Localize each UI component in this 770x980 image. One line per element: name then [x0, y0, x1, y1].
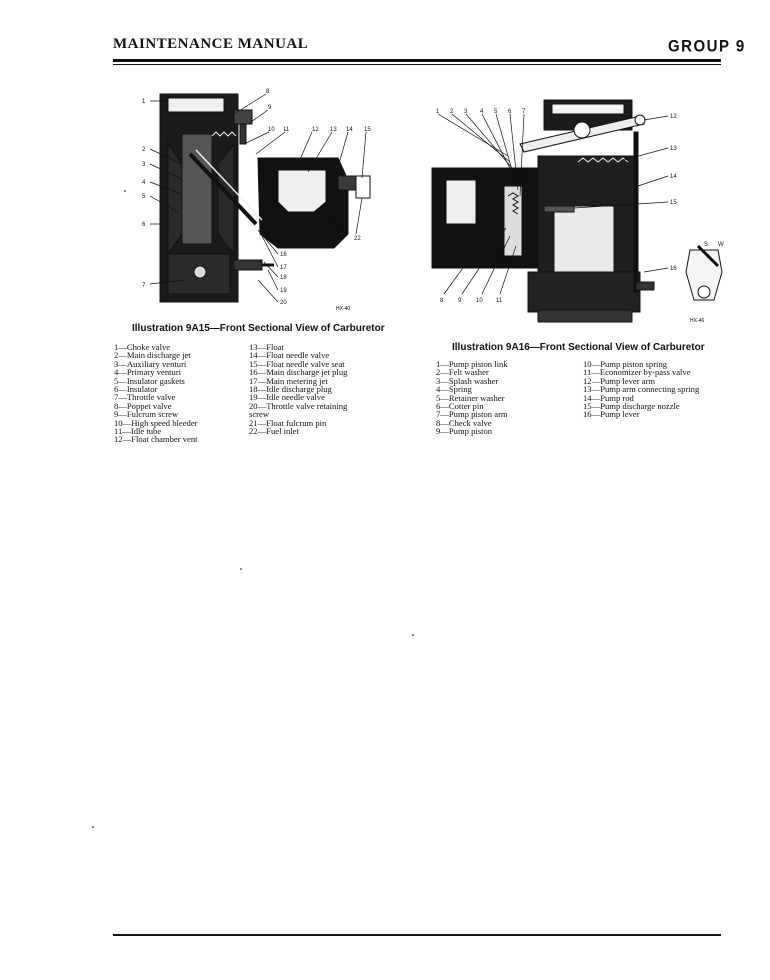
footer-rule [113, 934, 721, 936]
svg-text:21: 21 [336, 236, 343, 242]
svg-text:S: S [704, 242, 708, 248]
part-item: 9—Fulcrum screw [114, 409, 179, 420]
svg-text:7: 7 [522, 109, 526, 115]
svg-text:W: W [718, 242, 724, 248]
svg-text:11: 11 [496, 298, 503, 304]
svg-text:1: 1 [142, 99, 146, 105]
manual-title: MAINTENANCE MANUAL [113, 36, 309, 52]
svg-text:19: 19 [280, 288, 287, 294]
part-item: 5—Insulator gaskets [114, 375, 185, 386]
part-item: 1—Pump piston link [436, 359, 508, 369]
scan-speck [412, 634, 414, 636]
part-item: 22—Fuel inlet [249, 426, 299, 437]
part-item: 17—Main metering jet [249, 375, 328, 386]
part-item: 19—Idle needle valve [249, 392, 325, 403]
svg-text:9: 9 [458, 298, 462, 304]
figure-code-9a16: HX-46 [690, 318, 704, 324]
svg-text:15: 15 [364, 127, 371, 133]
svg-text:3: 3 [464, 109, 468, 115]
part-item: 14—Pump rod [583, 392, 634, 403]
part-item: 18—Idle discharge plug [249, 384, 332, 395]
svg-text:14: 14 [346, 127, 353, 133]
scan-speck [124, 190, 126, 192]
part-item: 7—Pump piston arm [436, 409, 508, 420]
svg-text:7: 7 [142, 283, 146, 289]
svg-text:13: 13 [330, 127, 337, 133]
scan-speck [240, 568, 242, 570]
part-item: 4—Primary venturi [114, 367, 182, 378]
part-item: 16—Main discharge jet plug [249, 367, 348, 378]
svg-text:11: 11 [283, 127, 290, 133]
part-item: 4—Spring [436, 384, 472, 395]
part-item: 16—Pump lever [583, 409, 640, 420]
part-item: 20—Throttle valve retaining screw [249, 400, 348, 420]
svg-text:14: 14 [670, 174, 677, 180]
svg-text:6: 6 [508, 109, 512, 115]
svg-text:17: 17 [280, 265, 287, 271]
part-item: 10—High speed bleeder [114, 417, 198, 428]
svg-text:4: 4 [480, 109, 484, 115]
svg-text:18: 18 [280, 275, 287, 281]
part-item: 13—Pump arm connecting spring [583, 384, 700, 395]
part-item: 2—Felt washer [436, 367, 489, 378]
part-item: 3—Auxiliary venturi [114, 358, 187, 369]
figure-caption-9a15: Illustration 9A15—Front Sectional View o… [132, 323, 385, 334]
parts-list-9a16-col2: 10—Pump piston spring 11—Economizer by-p… [583, 359, 701, 420]
svg-text:5: 5 [494, 109, 498, 115]
svg-text:2: 2 [450, 109, 454, 115]
svg-text:3: 3 [142, 162, 146, 168]
svg-text:8: 8 [266, 89, 270, 95]
svg-text:1: 1 [436, 109, 440, 115]
svg-text:15: 15 [670, 200, 677, 206]
parts-list-9a15-col2: 13—Float 14—Float needle valve 15—Float … [249, 342, 361, 437]
header-rule-thin [113, 64, 721, 65]
svg-text:13: 13 [670, 146, 677, 152]
svg-text:8: 8 [440, 298, 444, 304]
svg-text:4: 4 [142, 180, 146, 186]
part-item: 12—Float chamber vent [114, 434, 198, 445]
parts-list-9a15-col1: 1—Choke valve 2—Main discharge jet 3—Aux… [114, 342, 198, 445]
part-item: 1—Choke valve [114, 342, 171, 352]
figure-code-9a15: HX-40 [336, 306, 350, 312]
part-item: 3—Splash washer [436, 375, 499, 386]
part-item: 11—Economizer by-pass valve [583, 367, 691, 378]
svg-text:22: 22 [354, 236, 361, 242]
part-item: 10—Pump piston spring [583, 359, 668, 369]
svg-text:16: 16 [280, 252, 287, 258]
svg-text:5: 5 [142, 194, 146, 200]
part-item: 8—Check valve [436, 417, 492, 428]
part-item: 13—Float [249, 342, 284, 352]
svg-text:20: 20 [280, 300, 287, 306]
group-label: GROUP 9 [668, 37, 746, 56]
part-item: 11—Idle tube [114, 426, 162, 437]
scan-speck [92, 826, 94, 828]
svg-text:2: 2 [142, 147, 146, 153]
carburetor-illustration-9a15: 1 2 3 4 5 6 7 8 9 10 11 12 13 14 15 16 1… [142, 89, 371, 312]
part-item: 15—Pump discharge nozzle [583, 401, 680, 412]
figure-caption-9a16: Illustration 9A16—Front Sectional View o… [452, 342, 705, 353]
part-item: 2—Main discharge jet [114, 350, 191, 361]
svg-text:12: 12 [670, 114, 677, 120]
carburetor-illustration-9a16: 1 2 3 4 5 6 7 8 9 10 11 12 13 14 15 16 S… [431, 99, 724, 324]
part-item: 6—Cotter pin [436, 401, 484, 412]
part-item: 14—Float needle valve [249, 350, 330, 361]
svg-text:10: 10 [476, 298, 483, 304]
parts-list-9a16-col1: 1—Pump piston link 2—Felt washer 3—Splas… [436, 359, 508, 437]
part-item: 7—Throttle valve [114, 392, 176, 403]
svg-text:6: 6 [142, 222, 146, 228]
part-item: 5—Retainer washer [436, 392, 505, 403]
part-item: 15—Float needle valve seat [249, 358, 345, 369]
part-item: 9—Pump piston [436, 426, 493, 437]
svg-text:12: 12 [312, 127, 319, 133]
header-rule [113, 59, 721, 62]
part-item: 21—Float fulcrum pin [249, 417, 327, 428]
part-item: 12—Pump lever arm [583, 375, 656, 386]
part-item: 6—Insulator [114, 384, 158, 395]
svg-text:16: 16 [670, 266, 677, 272]
svg-text:10: 10 [268, 127, 275, 133]
part-item: 8—Poppet valve [114, 400, 172, 411]
svg-text:9: 9 [268, 105, 272, 111]
